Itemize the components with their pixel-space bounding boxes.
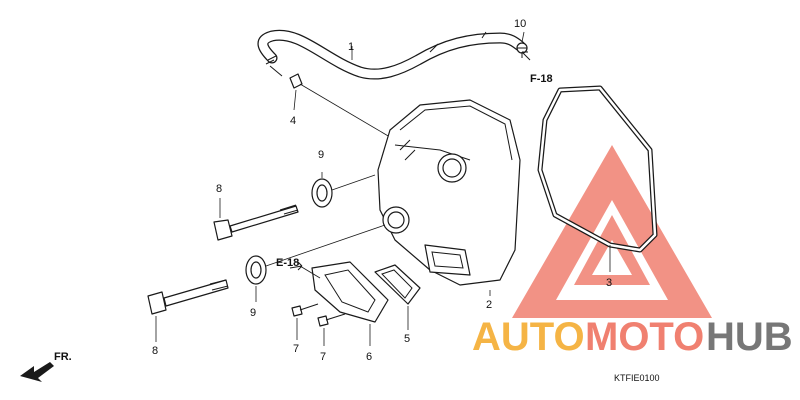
screw-left xyxy=(291,303,319,317)
callout-3: 3 xyxy=(606,277,612,289)
callout-7-left: 7 xyxy=(293,343,299,355)
front-direction-arrow-icon xyxy=(20,362,54,382)
seal-washer-lower xyxy=(245,255,267,285)
diagram-code: KTFIE0100 xyxy=(614,373,660,383)
bolt-lower xyxy=(147,279,229,315)
breather-tube xyxy=(257,29,526,80)
callout-2: 2 xyxy=(486,299,492,311)
seal-washer-upper xyxy=(311,178,333,208)
ref-arrow-e18-icon xyxy=(289,261,303,271)
callout-5: 5 xyxy=(404,333,410,345)
bolt-upper xyxy=(213,204,299,241)
watermark-moto: MOTO xyxy=(585,315,704,359)
front-direction-label: FR. xyxy=(54,351,72,363)
callout-7-right: 7 xyxy=(320,351,326,363)
tube-clip-icon xyxy=(289,73,303,89)
watermark-logo-icon xyxy=(512,145,712,318)
head-cover-gasket xyxy=(537,85,658,253)
ref-arrow-f18-icon xyxy=(521,51,531,61)
bracket-gasket xyxy=(374,264,421,305)
callout-8-upper: 8 xyxy=(216,183,222,195)
watermark-hub: HUB xyxy=(706,315,793,359)
callout-9-lower: 9 xyxy=(250,307,256,319)
callout-9-upper: 9 xyxy=(318,149,324,161)
cylinder-head-cover xyxy=(377,99,521,286)
callout-10: 10 xyxy=(514,18,526,30)
callout-1: 1 xyxy=(348,41,354,53)
screw-right xyxy=(317,313,346,327)
ref-label-f18: F-18 xyxy=(530,73,553,85)
callout-8-lower: 8 xyxy=(152,345,158,357)
ref-label-e18: E-18 xyxy=(276,257,299,269)
callout-6: 6 xyxy=(366,351,372,363)
breather-bracket xyxy=(311,261,389,323)
callout-4: 4 xyxy=(290,115,296,127)
watermark-wordmark: AUTO MOTO HUB xyxy=(472,315,793,359)
watermark-auto: AUTO xyxy=(472,315,585,359)
